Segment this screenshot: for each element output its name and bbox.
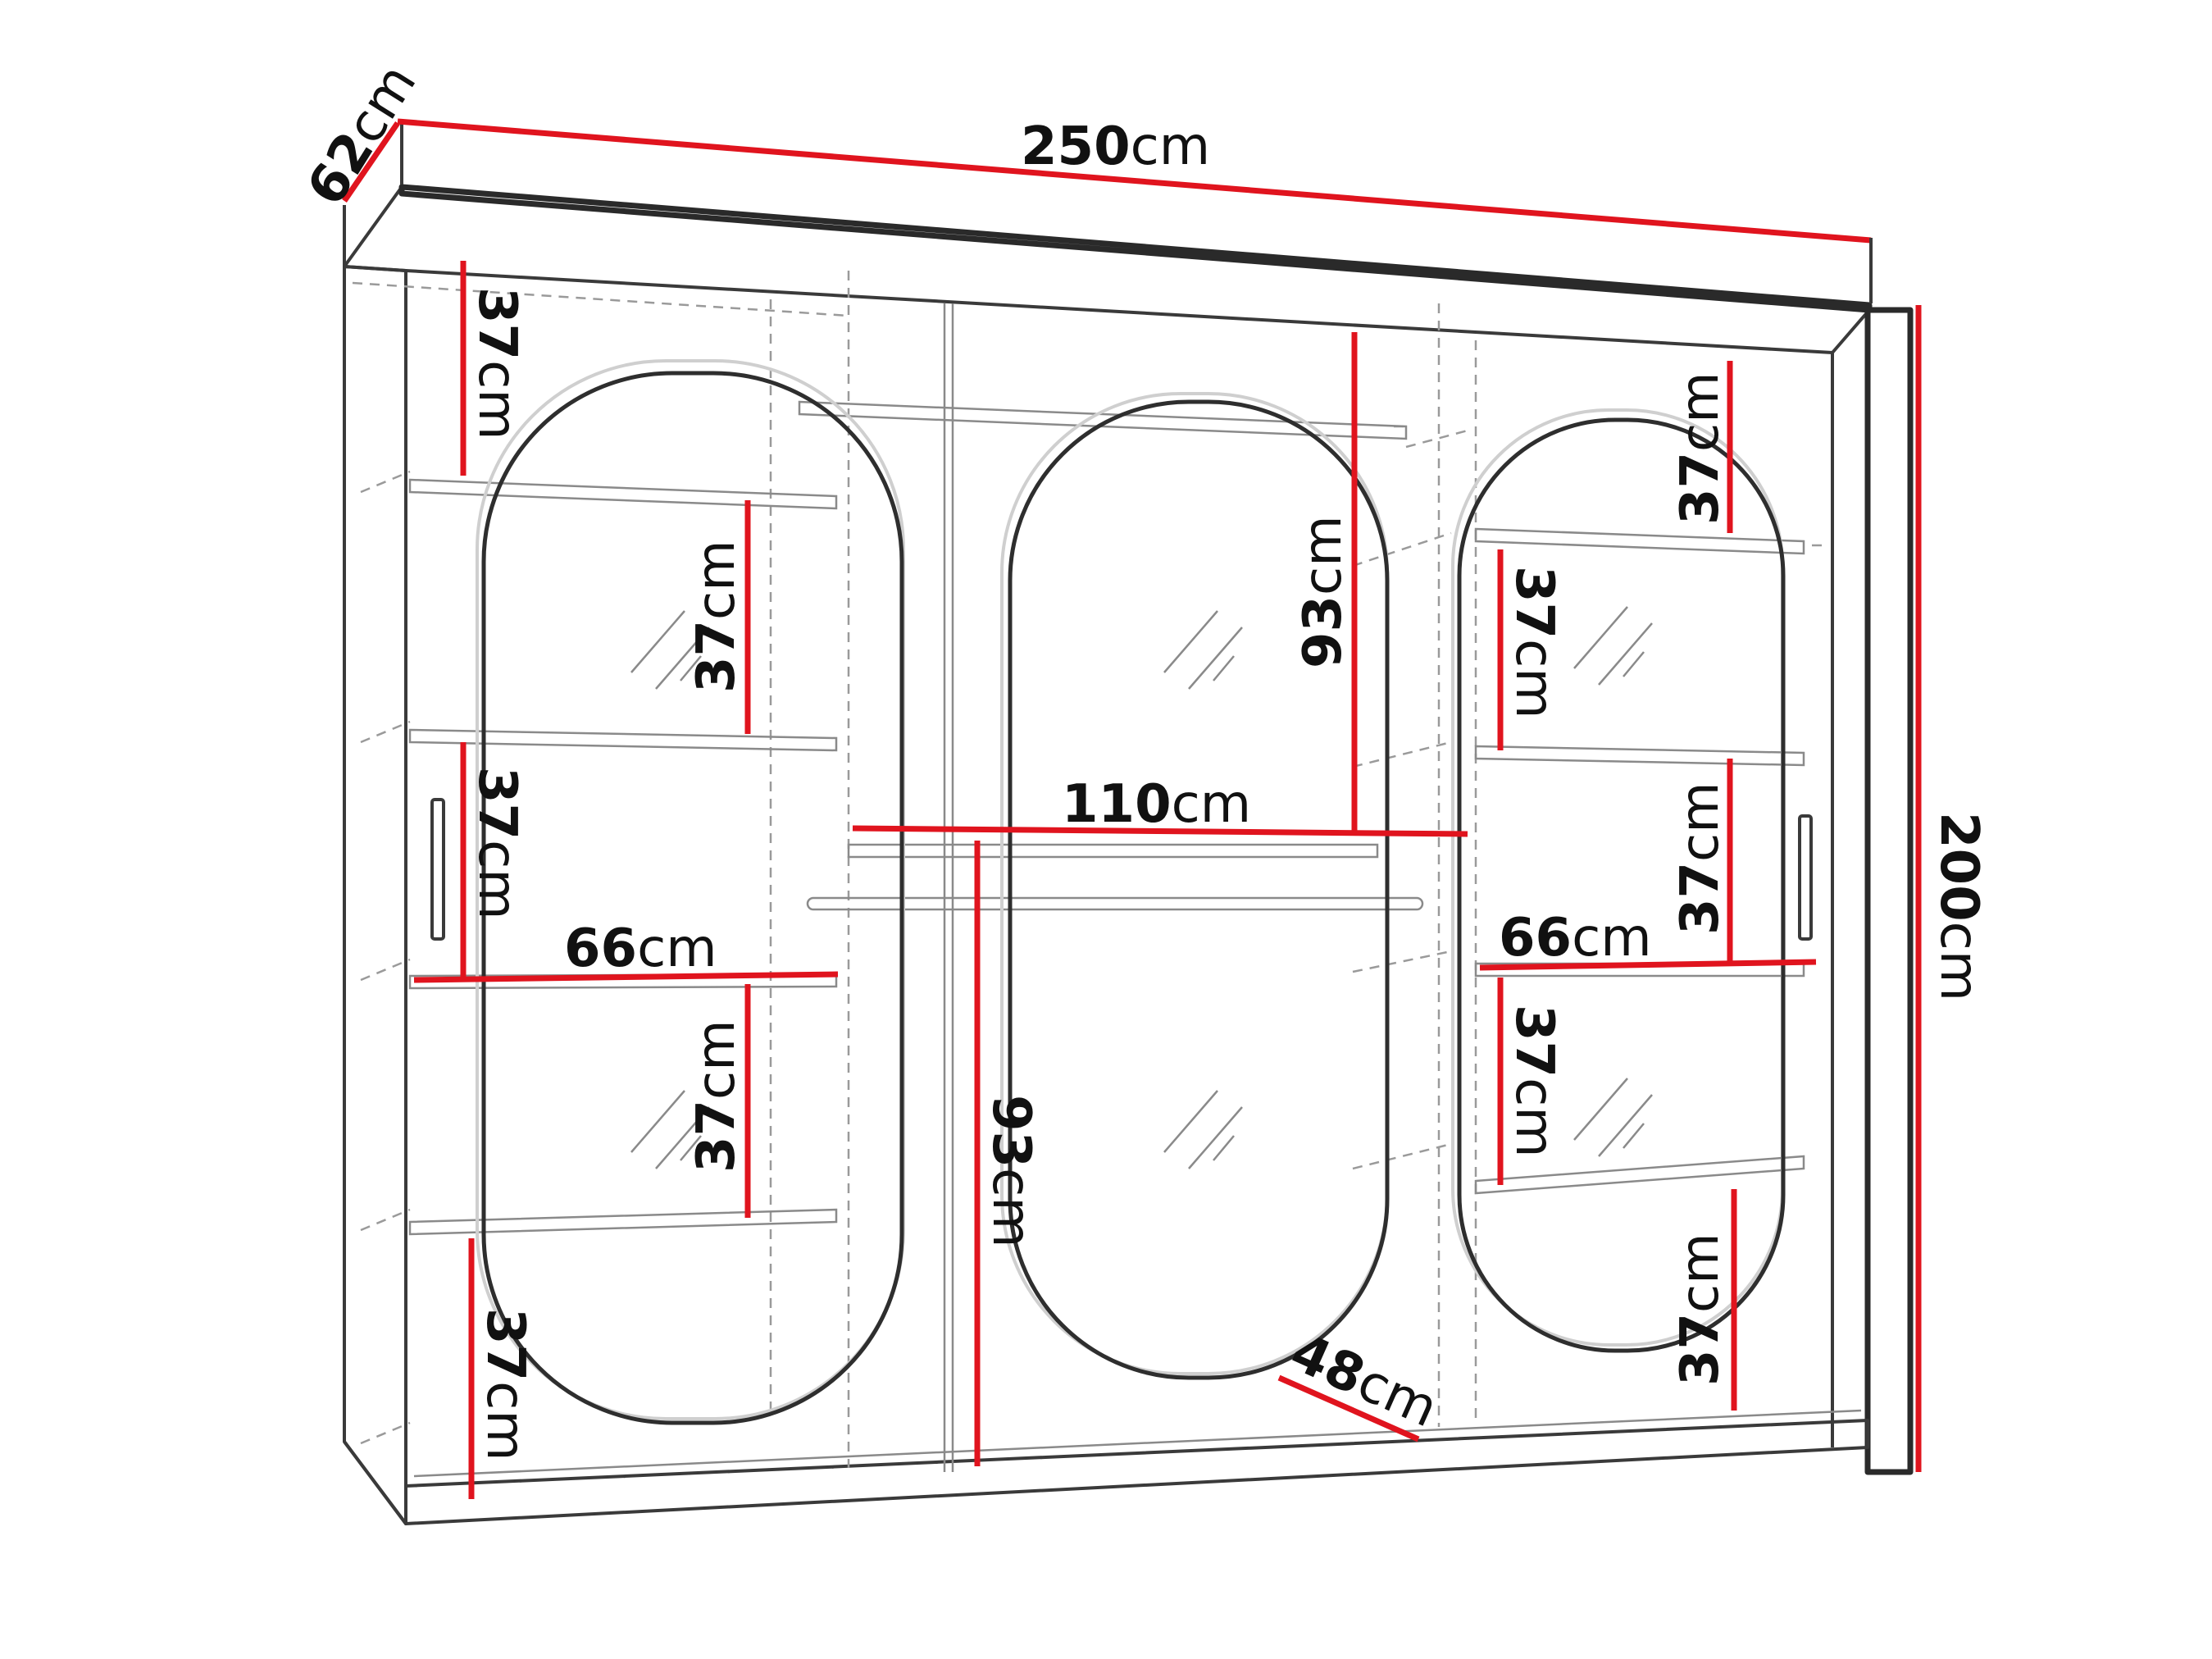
left-shelf-4-label: 37cm (686, 1019, 747, 1173)
center-top-shelf (798, 400, 1408, 440)
cabinet-top-edge (398, 184, 1873, 313)
width-dimension-line (397, 118, 1872, 244)
glass-mark-center-upper (1163, 610, 1243, 690)
dash-right-shelf-2 (1352, 741, 1452, 768)
dash-center-rail (1405, 429, 1468, 449)
right-shelf-3-label: 37cm (1670, 782, 1731, 935)
dash-back-top (352, 281, 849, 317)
dash-right-shelf-1 (1352, 531, 1452, 567)
left-mirror (476, 359, 905, 1425)
left-mirror-frame (481, 371, 904, 1425)
left-mirror-back (476, 359, 905, 1420)
left-shelf-2 (408, 728, 838, 752)
cabinet-right-post (1864, 307, 1914, 1475)
left-shelf-3-label: 37cm (467, 767, 527, 920)
dimension-lines (342, 118, 1922, 1499)
right-shelf-1-label: 37cm (1670, 371, 1731, 525)
dash-left-shelf-2 (360, 720, 411, 744)
dash-left-shelf-5 (360, 1421, 411, 1445)
right-shelf-5-label: 37cm (1670, 1233, 1731, 1386)
dash-left-shelf-3 (360, 958, 411, 982)
dash-right-shelf-3 (1352, 950, 1452, 973)
cabinet-body (343, 184, 1914, 1525)
left-width-line (413, 971, 839, 983)
center-upper-label: 93cm (1293, 515, 1354, 668)
cabinet-bottom-left-edge (343, 1440, 407, 1525)
right-mirror-frame (1457, 417, 1786, 1353)
center-width-label: 110cm (1062, 774, 1251, 835)
left-door-handle (430, 798, 445, 941)
center-depth-label: 48cm (1281, 1322, 1446, 1439)
center-middle-shelf (847, 843, 1379, 859)
left-shelf-1 (408, 478, 838, 510)
height-label: 200cm (1928, 812, 1989, 1001)
center-mirror (1000, 392, 1390, 1380)
right-shelves (1474, 527, 1805, 1195)
center-width-line (852, 825, 1468, 837)
hanging-rail (806, 896, 1424, 911)
width-label: 250cm (1021, 116, 1210, 177)
left-shelf-1-label: 37cm (467, 287, 527, 440)
glass-mark-left-upper (630, 610, 710, 690)
cabinet-top-face (343, 185, 1871, 354)
left-width-label: 66cm (564, 918, 717, 979)
dash-right-shelf-4 (1352, 1142, 1452, 1170)
glass-mark-right-lower (1573, 1078, 1653, 1157)
left-shelf-2-label: 37cm (686, 540, 747, 693)
right-width-label: 66cm (1499, 908, 1652, 969)
glass-mark-center-lower (1163, 1090, 1243, 1169)
cabinet-plinth (404, 1419, 1869, 1525)
depth-dimension-line (342, 121, 400, 203)
glass-mark-right-upper (1573, 606, 1653, 686)
right-shelf-2 (1474, 745, 1805, 767)
center-lower-label: 93cm (981, 1095, 1041, 1248)
dash-left-shelf-4 (360, 1208, 411, 1232)
right-width-line (1479, 959, 1817, 971)
right-shelf-4 (1474, 1155, 1805, 1195)
left-shelf-5-label: 37cm (475, 1308, 535, 1461)
right-door-handle (1798, 814, 1813, 941)
cabinet-bottom-rail (413, 1409, 1862, 1478)
cabinet-left-side (343, 265, 407, 1525)
glass-mark-left-lower (630, 1090, 710, 1169)
right-shelf-4-label: 37cm (1504, 1005, 1564, 1158)
right-shelf-2-label: 37cm (1504, 566, 1564, 719)
center-mirror-frame (1008, 399, 1390, 1380)
inner-construction-lines (352, 271, 1824, 1468)
right-mirror (1451, 408, 1786, 1353)
glass-reflections (630, 606, 1653, 1169)
dash-left-shelf-1 (360, 470, 411, 494)
center-depth-line (1277, 1374, 1420, 1443)
right-shelf-1 (1474, 527, 1805, 555)
left-shelf-4 (408, 1208, 838, 1236)
center-compartment (798, 303, 1424, 1472)
